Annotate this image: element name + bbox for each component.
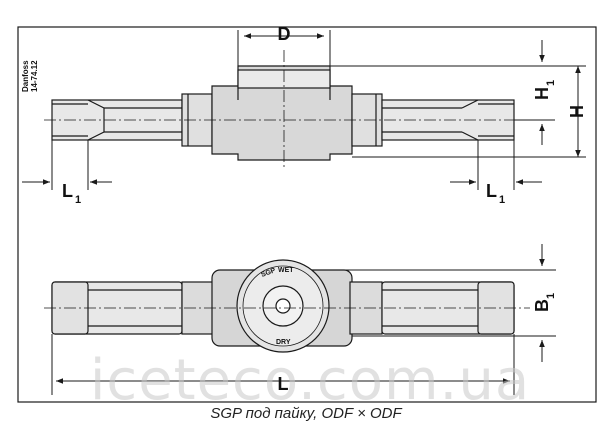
- svg-text:H: H: [532, 87, 552, 100]
- drawing-frame: [17, 26, 597, 403]
- dim-L1-left-label: L 1: [62, 181, 81, 206]
- dim-H1-label: H 1: [532, 80, 557, 100]
- svg-text:L: L: [486, 181, 497, 201]
- figure-caption: SGP под пайку, ODF × ODF: [210, 405, 402, 422]
- dim-H-group: [330, 40, 586, 158]
- svg-text:1: 1: [499, 194, 505, 206]
- dim-B1-label: B 1: [532, 293, 557, 312]
- dim-B1: [330, 244, 556, 362]
- right-pipe-bevel: [461, 99, 479, 141]
- doc-code-text: 14-74.12: [30, 60, 39, 92]
- dim-D-label: D: [278, 24, 291, 44]
- dim-D: [237, 30, 331, 66]
- dim-L1-left: [22, 140, 112, 190]
- dim-L1-right-label: L 1: [486, 181, 505, 206]
- svg-text:1: 1: [545, 293, 557, 299]
- brand-text: Danfoss: [21, 60, 30, 92]
- dim-L1-right: [450, 140, 542, 190]
- sight-label-dry: DRY: [276, 339, 291, 346]
- sight-label-wet: WET: [278, 267, 294, 274]
- svg-text:1: 1: [75, 194, 81, 206]
- top-view: [51, 259, 515, 353]
- svg-text:H: H: [567, 105, 587, 118]
- dim-H-label: H: [567, 105, 587, 118]
- svg-text:L: L: [62, 181, 73, 201]
- dim-L-label: L: [278, 374, 289, 394]
- side-view: [44, 50, 530, 170]
- frame-id: Danfoss 14-74.12: [21, 60, 39, 92]
- sight-label-sgp: SGP: [260, 267, 277, 279]
- dim-L: [51, 334, 515, 395]
- sight-glass-indicator: [275, 298, 291, 314]
- svg-text:B: B: [532, 299, 552, 312]
- svg-text:1: 1: [545, 80, 557, 86]
